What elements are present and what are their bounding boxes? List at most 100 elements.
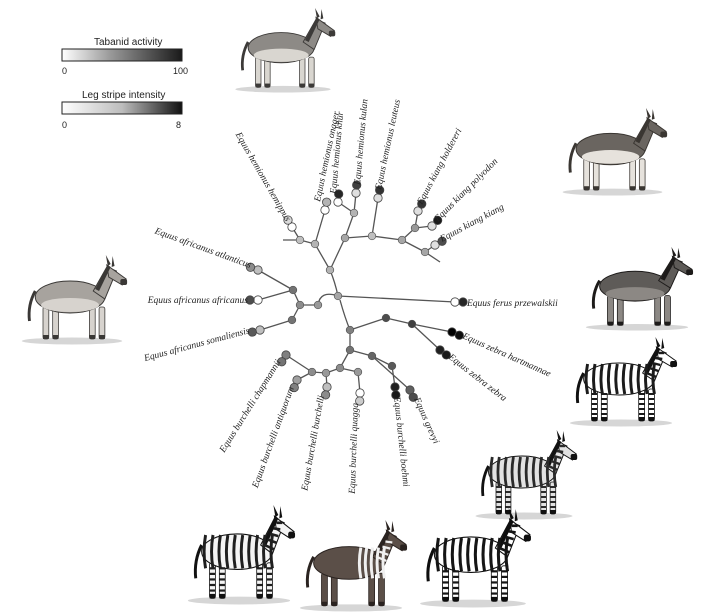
tail	[242, 42, 248, 70]
burchells-zebra-icon	[188, 505, 295, 604]
leg	[322, 573, 328, 606]
tip-grevyi: Equus grevyi	[406, 386, 441, 446]
leg-stripe	[649, 408, 655, 410]
hoof	[593, 186, 599, 190]
leg-stripe	[550, 506, 556, 508]
internal-node	[411, 224, 419, 232]
body-stripe	[594, 364, 595, 394]
taxon-label: Equus africanus somaliensis	[142, 325, 251, 364]
ear	[677, 248, 680, 258]
leg-stripe	[443, 581, 449, 583]
body-stripe	[608, 364, 609, 394]
internal-node	[314, 301, 322, 309]
hoof	[443, 597, 449, 601]
grevys-zebra-icon	[475, 430, 577, 520]
leg-stripe	[496, 506, 502, 508]
body-stripe	[512, 457, 513, 487]
body-stripe	[646, 364, 647, 394]
leg-stripe	[257, 589, 263, 591]
body-stripe	[623, 364, 624, 394]
branch	[260, 320, 292, 330]
body-stripe	[256, 535, 257, 568]
hoof	[665, 322, 671, 326]
hoof	[617, 322, 623, 326]
branch	[286, 355, 312, 372]
hoof	[496, 510, 502, 514]
leg-stripe	[453, 581, 459, 583]
hoof	[655, 322, 661, 326]
internal-node	[308, 368, 316, 376]
branch	[315, 244, 330, 270]
leg-stripe	[443, 576, 449, 578]
internal-node	[346, 326, 354, 334]
body-stripe	[547, 457, 548, 487]
internal-node	[296, 301, 304, 309]
leg-stripe	[501, 576, 507, 578]
leg-stripe	[541, 491, 547, 493]
leg	[665, 296, 671, 326]
tail	[593, 281, 599, 309]
hoof	[43, 335, 49, 339]
tip-chapmannii: Equus burchelli chapmannii	[218, 351, 291, 456]
leg-stripe	[453, 570, 459, 572]
leg-stripe	[601, 413, 607, 415]
muzzle	[120, 279, 127, 285]
body-stripe	[377, 548, 378, 579]
leg	[584, 159, 590, 190]
hoof	[541, 510, 547, 514]
ground-shadow	[586, 324, 688, 331]
leg-stripe	[649, 403, 655, 405]
internal-node	[368, 352, 376, 360]
ground-shadow	[563, 189, 663, 196]
muzzle	[400, 545, 407, 551]
stripe-intensity-node	[352, 189, 360, 197]
belly	[254, 49, 309, 62]
internal-node	[408, 320, 416, 328]
legend-stripe: Leg stripe intensity 0 8	[62, 90, 182, 130]
internal-node	[341, 234, 349, 242]
body-stripe	[483, 538, 485, 571]
leg	[43, 307, 49, 339]
leg-stripe	[496, 496, 502, 498]
hoof	[99, 335, 105, 339]
legend-tabanid-max: 100	[173, 66, 188, 76]
hoof	[210, 594, 216, 598]
body-stripe	[264, 535, 265, 568]
hoof	[584, 186, 590, 190]
body-stripe	[505, 457, 506, 487]
body-stripe	[519, 457, 520, 487]
hoof	[89, 335, 95, 339]
tail	[29, 291, 35, 321]
stripe-intensity-node	[356, 389, 364, 397]
legend-stripe-max: 8	[176, 120, 181, 130]
leg-stripe	[491, 581, 497, 583]
hoof	[219, 594, 225, 598]
body-stripe	[460, 538, 462, 571]
leg-stripe	[649, 393, 655, 395]
branch	[372, 236, 402, 240]
ear	[562, 431, 565, 442]
body-stripe	[452, 538, 454, 571]
hoof	[550, 510, 556, 514]
leg-stripe	[267, 567, 273, 569]
leg-stripe	[601, 393, 607, 395]
hoof	[592, 417, 598, 421]
leg-stripe	[491, 570, 497, 572]
muzzle	[686, 269, 693, 275]
tip-somaliensis: Equus africanus somaliensis	[142, 325, 264, 364]
internal-node	[289, 286, 297, 294]
leg-stripe	[267, 589, 273, 591]
leg-stripe	[550, 496, 556, 498]
muzzle	[571, 454, 578, 460]
leg-stripe	[501, 581, 507, 583]
internal-node	[322, 369, 330, 377]
neck-stripe	[557, 451, 564, 452]
body-stripe	[498, 457, 499, 487]
body-stripe	[249, 535, 250, 568]
body-stripe	[498, 538, 500, 571]
hoof	[256, 84, 262, 88]
leg-stripe	[257, 584, 263, 586]
belly	[606, 287, 665, 300]
body-stripe	[219, 535, 220, 568]
przewalski-horse-icon	[586, 247, 693, 331]
